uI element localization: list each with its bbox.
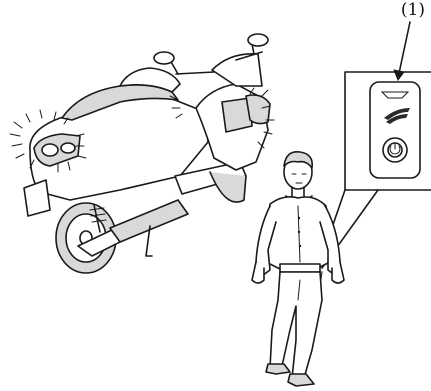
front-indicator [246, 95, 270, 124]
smart-key-fob [370, 82, 420, 178]
front-wheel [210, 172, 246, 202]
shoe-right [288, 374, 314, 386]
shoe-left [266, 364, 290, 374]
callout-label: (1) [401, 0, 425, 20]
person-walking [252, 152, 344, 386]
handlebar-left [176, 72, 214, 74]
windscreen [212, 54, 262, 86]
power-button [383, 138, 407, 162]
license-plate [24, 180, 50, 216]
scooter [10, 34, 274, 273]
trousers [270, 272, 322, 378]
callout-arrow [398, 22, 410, 78]
mirror-left [154, 52, 174, 64]
belt [280, 264, 320, 272]
mirror-right [248, 34, 268, 46]
